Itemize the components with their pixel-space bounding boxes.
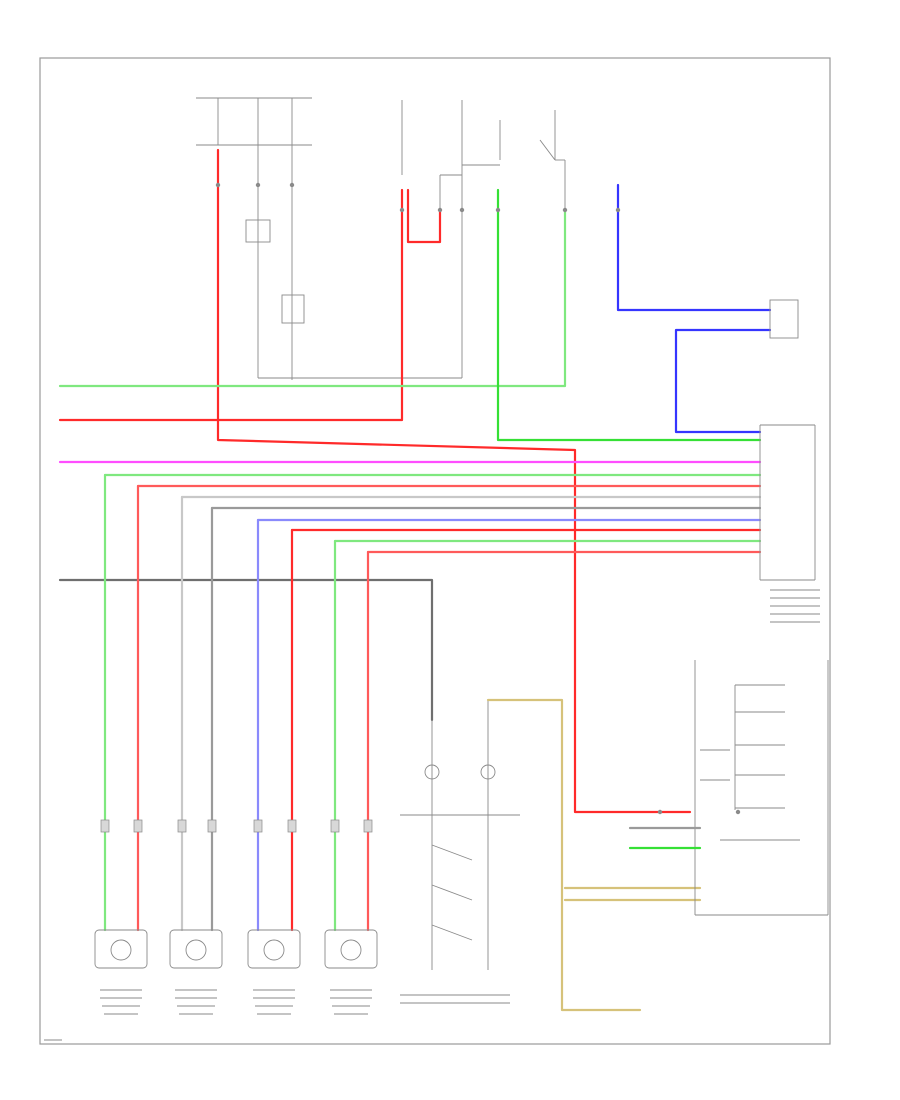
red-feed-wires [58, 148, 692, 814]
sensor-connectors [100, 819, 373, 833]
sensor-rear-left [247, 929, 301, 1015]
bus-wires [58, 460, 762, 722]
sensor-rear-right [324, 929, 378, 1015]
sensor-front-right [169, 929, 223, 1015]
blue-sensor-wires [616, 183, 799, 434]
wheel-speed-sensors [94, 929, 378, 1015]
control-unit-connector [759, 424, 820, 623]
sensor-front-left [94, 929, 148, 1015]
combination-meter [628, 660, 829, 916]
connector-dots [215, 182, 741, 815]
green-wires [58, 188, 762, 442]
diagram-frame [39, 57, 831, 1045]
sensor-drop-wires [103, 473, 370, 932]
brake-switch-area [400, 698, 702, 1012]
fuse-block-area [196, 97, 566, 380]
